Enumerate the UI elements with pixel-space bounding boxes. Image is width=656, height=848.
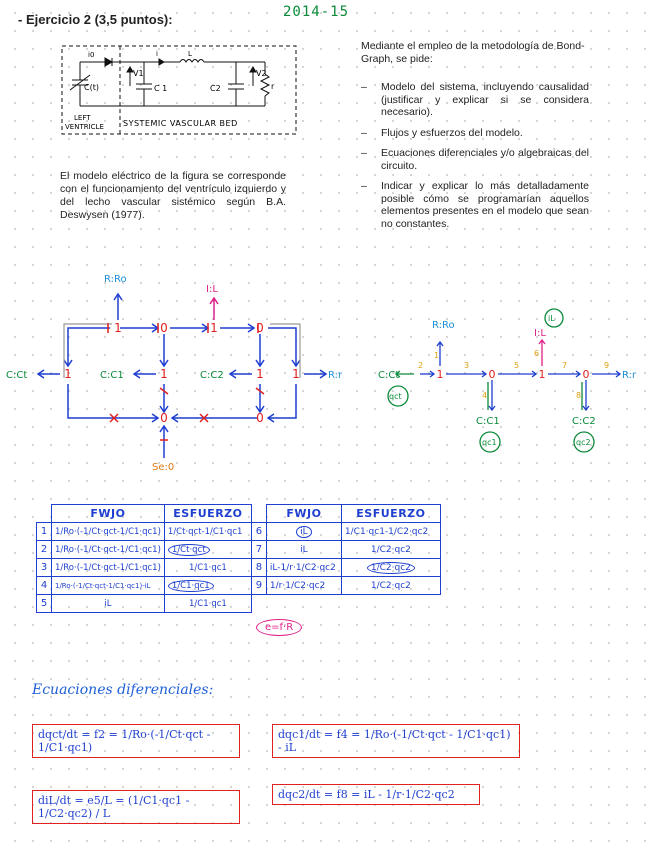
table-row: 5 iL 1/C1·qc1 [37, 595, 441, 613]
equation-qc2: dqc2/dt = f8 = iL - 1/r·1/C2·qc2 [272, 784, 480, 805]
junction-1: 1 [114, 321, 122, 335]
label-left: LEFT [74, 114, 91, 122]
requirements-list: –Modelo del sistema, incluyendo causalid… [361, 81, 589, 238]
label-v2: V2 [256, 69, 267, 78]
junction-0: 0 [160, 411, 168, 425]
label-v1: V1 [133, 69, 144, 78]
element-c-ct: C:Ct [6, 370, 27, 381]
table-row: 3 1/Ro·(-1/Ct·qct-1/C1·qc1) 1/C1·qc1 8 i… [37, 559, 441, 577]
equation-qct: dqct/dt = f2 = 1/Ro·(-1/Ct·qct - 1/C1·qc… [32, 724, 240, 758]
table-row: 2 1/Ro·(-1/Ct·qct-1/C1·qc1) 1/Ct·qct 7 i… [37, 541, 441, 559]
bond-number: 3 [464, 361, 469, 370]
label-systemic: SYSTEMIC VASCULAR BED [123, 119, 238, 128]
element-c-ct: C:Ct [378, 370, 399, 381]
table-row: 1 1/Ro·(-1/Ct·qct-1/C1·qc1) 1/Ct·qct-1/C… [37, 523, 441, 541]
element-r-r: R:r [328, 370, 343, 381]
label-ventricle: VENTRICLE [65, 123, 104, 131]
junction-0: 0 [256, 321, 264, 335]
circuit-diagram: i0 i L V1 V2 C(t) C 1 C2 r LEFT VENTRICL… [60, 44, 300, 140]
label-ct: C(t) [84, 83, 99, 92]
junction-0: 0 [160, 321, 168, 335]
label-i0: i0 [88, 51, 94, 59]
junction-1: 1 [256, 367, 264, 381]
element-c-c2: C:C2 [572, 416, 596, 427]
element-c-c2: C:C2 [200, 370, 224, 381]
state-qc1: qc1 [482, 438, 497, 447]
junction-0: 0 [489, 368, 496, 381]
junction-0: 0 [256, 411, 264, 425]
instructions-intro: Mediante el empleo de la metodología de … [361, 40, 589, 66]
element-r-ro: R:Ro [432, 320, 455, 331]
header-flow: FWJO [52, 505, 165, 523]
bond-number: 8 [576, 391, 581, 400]
equation-qc1: dqc1/dt = f4 = 1/Ro·(-1/Ct·qct - 1/C1·qc… [272, 724, 520, 758]
label-c1: C 1 [154, 84, 167, 93]
header-effort: ESFUERZO [341, 505, 440, 523]
flows-efforts-table: FWJO ESFUERZO FWJO ESFUERZO 1 1/Ro·(-1/C… [36, 504, 441, 613]
circuit-description: El modelo eléctrico de la figura se corr… [60, 170, 286, 222]
list-item: –Ecuaciones diferenciales y/o algebraica… [361, 147, 589, 172]
element-i-l: I:L [206, 284, 218, 295]
junction-1: 1 [292, 367, 300, 381]
element-i-l: I:L [534, 328, 546, 339]
bond-graph-full: 1 0 1 0 1 1 1 1 0 0 R:Ro I:L C:Ct C:C1 C… [0, 268, 360, 478]
list-item: –Modelo del sistema, incluyendo causalid… [361, 81, 589, 119]
element-r-r: R:r [622, 370, 637, 381]
label-c2: C2 [210, 84, 221, 93]
label-L: L [188, 50, 192, 58]
table-header-row: FWJO ESFUERZO FWJO ESFUERZO [37, 505, 441, 523]
header-flow: FWJO [266, 505, 341, 523]
state-qc2: qc2 [576, 438, 591, 447]
equation-il: diL/dt = e5/L = (1/C1·qc1 - 1/C2·qc2) / … [32, 790, 240, 824]
list-item: –Indicar y explicar lo más detalladament… [361, 180, 589, 230]
label-i: i [156, 50, 158, 58]
junction-1: 1 [437, 368, 444, 381]
equations-heading: Ecuaciones diferenciales: [32, 682, 213, 698]
junction-0: 0 [583, 368, 590, 381]
bond-number: 2 [418, 361, 423, 370]
bond-number: 7 [562, 361, 567, 370]
bond-number: 4 [482, 391, 487, 400]
bond-number: 9 [604, 361, 609, 370]
bond-graph-simplified: 1 0 1 0 2 1 3 4 5 6 7 8 9 R:Ro I:L C:Ct … [378, 300, 654, 460]
label-r: r [271, 82, 275, 91]
state-il: iL [548, 314, 555, 323]
element-se-0: Se:0 [152, 462, 174, 473]
year-annotation: 2014-15 [283, 4, 349, 20]
bond-number: 1 [434, 351, 439, 360]
state-qct: qct [389, 392, 402, 401]
bond-number: 5 [514, 361, 519, 370]
bond-number: 6 [534, 349, 539, 358]
exercise-title: - Ejercicio 2 (3,5 puntos): [18, 12, 173, 27]
junction-1: 1 [64, 367, 72, 381]
effort-relation-note: e=f·R [256, 619, 302, 636]
junction-1: 1 [160, 367, 168, 381]
header-effort: ESFUERZO [164, 505, 251, 523]
junction-1: 1 [210, 321, 218, 335]
table-row: 4 1/Ro·(-1/Ct·qct-1/C1·qc1)-iL 1/C1·qc1 … [37, 577, 441, 595]
element-r-ro: R:Ro [104, 274, 127, 285]
element-c-c1: C:C1 [100, 370, 124, 381]
element-c-c1: C:C1 [476, 416, 500, 427]
junction-1: 1 [539, 368, 546, 381]
list-item: –Flujos y esfuerzos del modelo. [361, 127, 589, 140]
